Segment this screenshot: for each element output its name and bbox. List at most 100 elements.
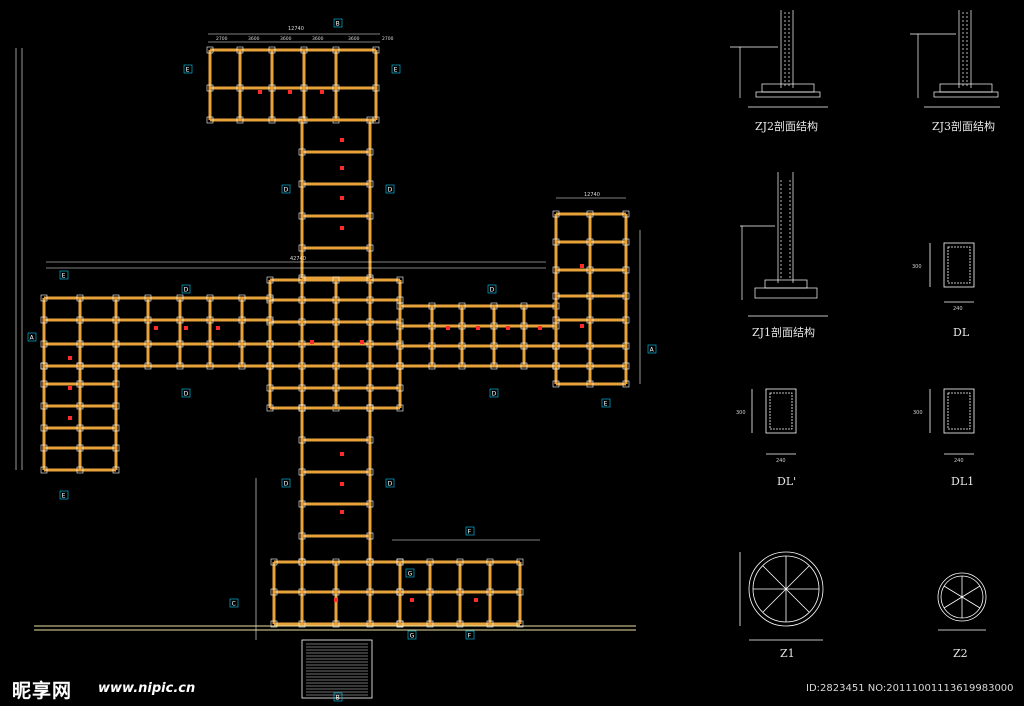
column-node <box>366 588 374 596</box>
column-node <box>586 210 594 218</box>
highlight-marker <box>334 598 338 602</box>
highlight-marker <box>258 90 262 94</box>
column-node <box>176 316 184 324</box>
highlight-marker <box>340 138 344 142</box>
grid-tag-box <box>183 64 193 74</box>
dim-mid-total: 42740 <box>290 256 306 262</box>
column-node <box>268 116 276 124</box>
grid-tag-box <box>181 284 191 294</box>
column-node <box>490 342 498 350</box>
detail-zj1 <box>740 172 828 317</box>
column-node <box>622 342 630 350</box>
detail-dla <box>751 388 797 455</box>
column-node <box>266 404 274 412</box>
dl1-height: 300 <box>913 410 923 416</box>
column-node <box>586 316 594 324</box>
grid-tag-label: D <box>490 287 495 294</box>
grid-tag-label: B <box>336 21 340 28</box>
highlight-marker <box>154 326 158 330</box>
column-node <box>366 362 374 370</box>
column-node <box>40 340 48 348</box>
column-node <box>516 588 524 596</box>
grid-tag-label: E <box>62 493 66 500</box>
detail-z2 <box>937 572 987 631</box>
zj2-caption: ZJ2剖面结构 <box>755 119 818 133</box>
column-node <box>552 316 560 324</box>
column-node <box>552 362 560 370</box>
column-node <box>552 266 560 274</box>
column-node <box>622 380 630 388</box>
column-node <box>206 294 214 302</box>
column-node <box>366 500 374 508</box>
grid-tag-box <box>333 18 343 28</box>
column-node <box>176 362 184 370</box>
highlight-marker <box>288 90 292 94</box>
zj3-caption: ZJ3剖面结构 <box>932 119 995 133</box>
detail-z1 <box>739 551 824 641</box>
column-node <box>238 362 246 370</box>
column-node <box>366 318 374 326</box>
column-node <box>40 380 48 388</box>
grid-tag-box <box>281 478 291 488</box>
column-node <box>332 276 340 284</box>
column-node <box>76 466 84 474</box>
column-node <box>266 340 274 348</box>
column-node <box>206 116 214 124</box>
column-node <box>266 362 274 370</box>
dim-top-span: 3600 <box>348 36 360 42</box>
highlight-marker <box>310 340 314 344</box>
column-node <box>458 322 466 330</box>
column-node <box>298 340 306 348</box>
grid-tag-box <box>487 284 497 294</box>
column-node <box>112 380 120 388</box>
column-node <box>40 444 48 452</box>
grid-tag-label: F <box>468 529 472 536</box>
highlight-marker <box>506 326 510 330</box>
column-node <box>428 342 436 350</box>
column-node <box>332 318 340 326</box>
column-node <box>298 404 306 412</box>
grid-tag-box <box>465 526 475 536</box>
column-node <box>552 342 560 350</box>
column-node <box>366 276 374 284</box>
column-node <box>332 296 340 304</box>
highlight-marker <box>340 482 344 486</box>
column-node <box>332 362 340 370</box>
grid-tag-box <box>281 184 291 194</box>
column-node <box>396 588 404 596</box>
column-node <box>298 362 306 370</box>
grid-tag-label: D <box>184 287 189 294</box>
column-node <box>206 316 214 324</box>
grid-tag-box <box>489 388 499 398</box>
grid-tag-box <box>333 692 343 702</box>
column-node <box>366 340 374 348</box>
column-node <box>366 148 374 156</box>
column-node <box>270 558 278 566</box>
grid-tag-label: E <box>186 67 190 74</box>
column-node <box>40 402 48 410</box>
column-node <box>298 212 306 220</box>
column-node <box>266 276 274 284</box>
column-node <box>176 340 184 348</box>
column-node <box>298 116 306 124</box>
grid-tag-box <box>465 630 475 640</box>
column-node <box>520 342 528 350</box>
column-node <box>486 620 494 628</box>
grid-tag-box <box>59 270 69 280</box>
dl-caption: DL <box>953 326 970 339</box>
column-node <box>112 402 120 410</box>
column-node <box>396 342 404 350</box>
highlight-marker <box>580 324 584 328</box>
column-node <box>298 468 306 476</box>
column-node <box>144 316 152 324</box>
column-node <box>552 210 560 218</box>
column-node <box>76 294 84 302</box>
column-node <box>396 322 404 330</box>
column-node <box>76 380 84 388</box>
column-node <box>366 468 374 476</box>
grid-tag-box <box>647 344 657 354</box>
column-node <box>266 316 274 324</box>
column-node <box>396 362 404 370</box>
column-node <box>112 444 120 452</box>
dl1-width: 240 <box>954 458 964 464</box>
